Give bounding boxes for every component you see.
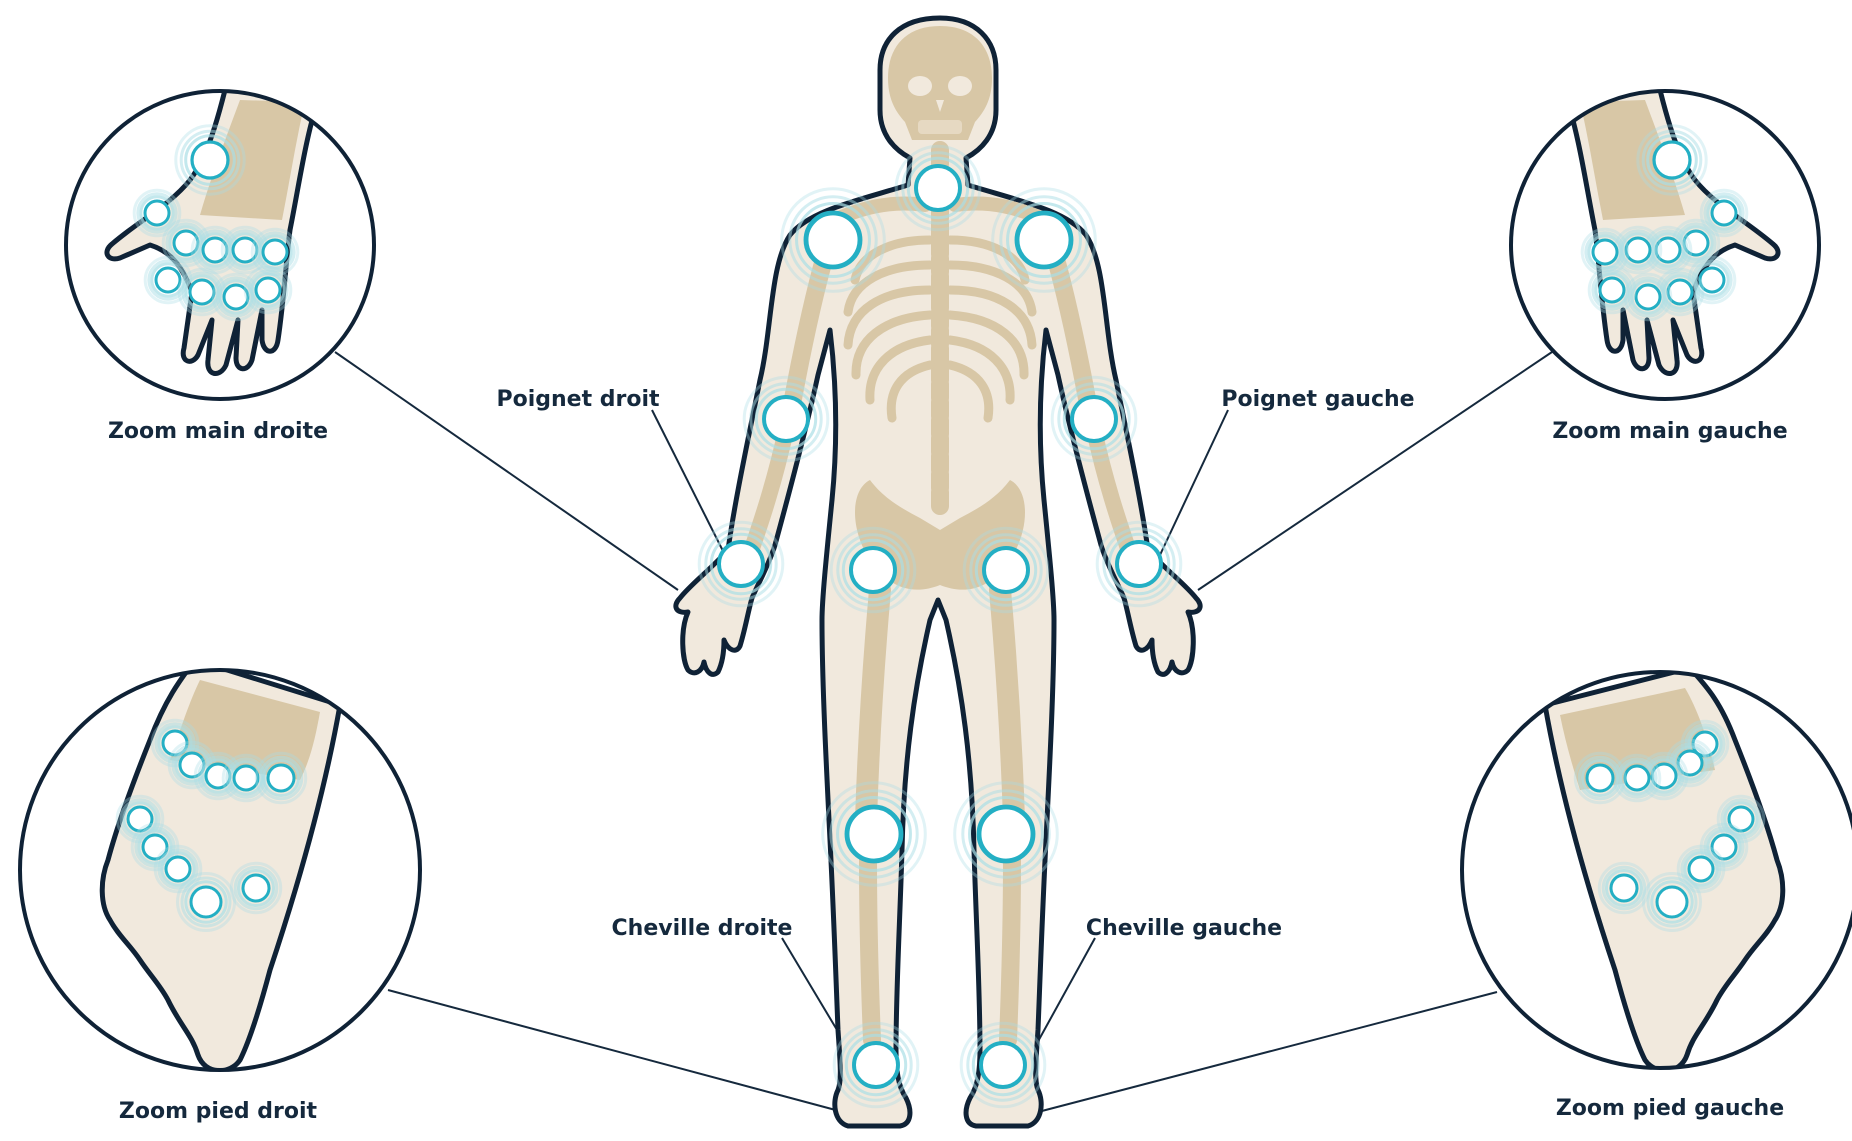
femur-right [866,590,880,820]
tibia-right [868,860,872,1040]
joint-knee-left [955,783,1058,886]
tibia-left [1008,860,1012,1040]
joint-foot-right-8 [178,874,235,931]
label-cheville-gauche: Cheville gauche [1086,916,1282,941]
joint-hip-right [831,528,915,612]
joint-foot-right-4 [256,753,305,802]
joint-hip-left [964,528,1048,612]
femur-left [1000,590,1014,820]
label-poignet-droit: Poignet droit [496,387,660,412]
joint-foot-left-8 [1644,874,1701,931]
joint-elbow-right [744,377,828,461]
joint-shoulder-left [993,189,1096,292]
leader-line-wrist-left [1160,410,1228,555]
joint-wrist-right [699,522,783,606]
label-poignet-gauche: Poignet gauche [1221,387,1414,412]
eye-socket-left [948,76,972,96]
label-zoom-pied-gauche: Zoom pied gauche [1556,1096,1784,1121]
joint-hand-right-3 [192,227,238,273]
joint-neck [896,146,980,230]
joint-ankle-left [961,1023,1045,1107]
joint-hand-left-3 [1645,227,1691,273]
teeth [918,120,962,134]
joint-hand-right-0 [176,126,244,194]
joint-elbow-left [1052,377,1136,461]
zoom-right-foot [20,660,420,1071]
joint-ankle-right [834,1023,918,1107]
joint-hand-left-0 [1638,126,1706,194]
joint-foot-left-9 [1599,863,1648,912]
joint-knee-right [823,783,926,886]
joint-foot-right-9 [231,863,280,912]
label-cheville-droite: Cheville droite [612,916,793,941]
label-zoom-main-gauche: Zoom main gauche [1552,419,1787,444]
joint-hand-right-9 [245,267,291,313]
label-zoom-pied-droit: Zoom pied droit [119,1099,318,1124]
label-zoom-main-droite: Zoom main droite [108,419,328,444]
eye-socket-right [908,76,932,96]
joint-foot-left-4 [1575,753,1624,802]
joint-shoulder-right [782,189,885,292]
leader-line-foot-right [388,990,843,1112]
zoom-left-foot [1462,668,1852,1071]
joint-hand-left-9 [1589,267,1635,313]
joint-wrist-left [1097,522,1181,606]
leader-line-foot-left [1038,992,1497,1112]
